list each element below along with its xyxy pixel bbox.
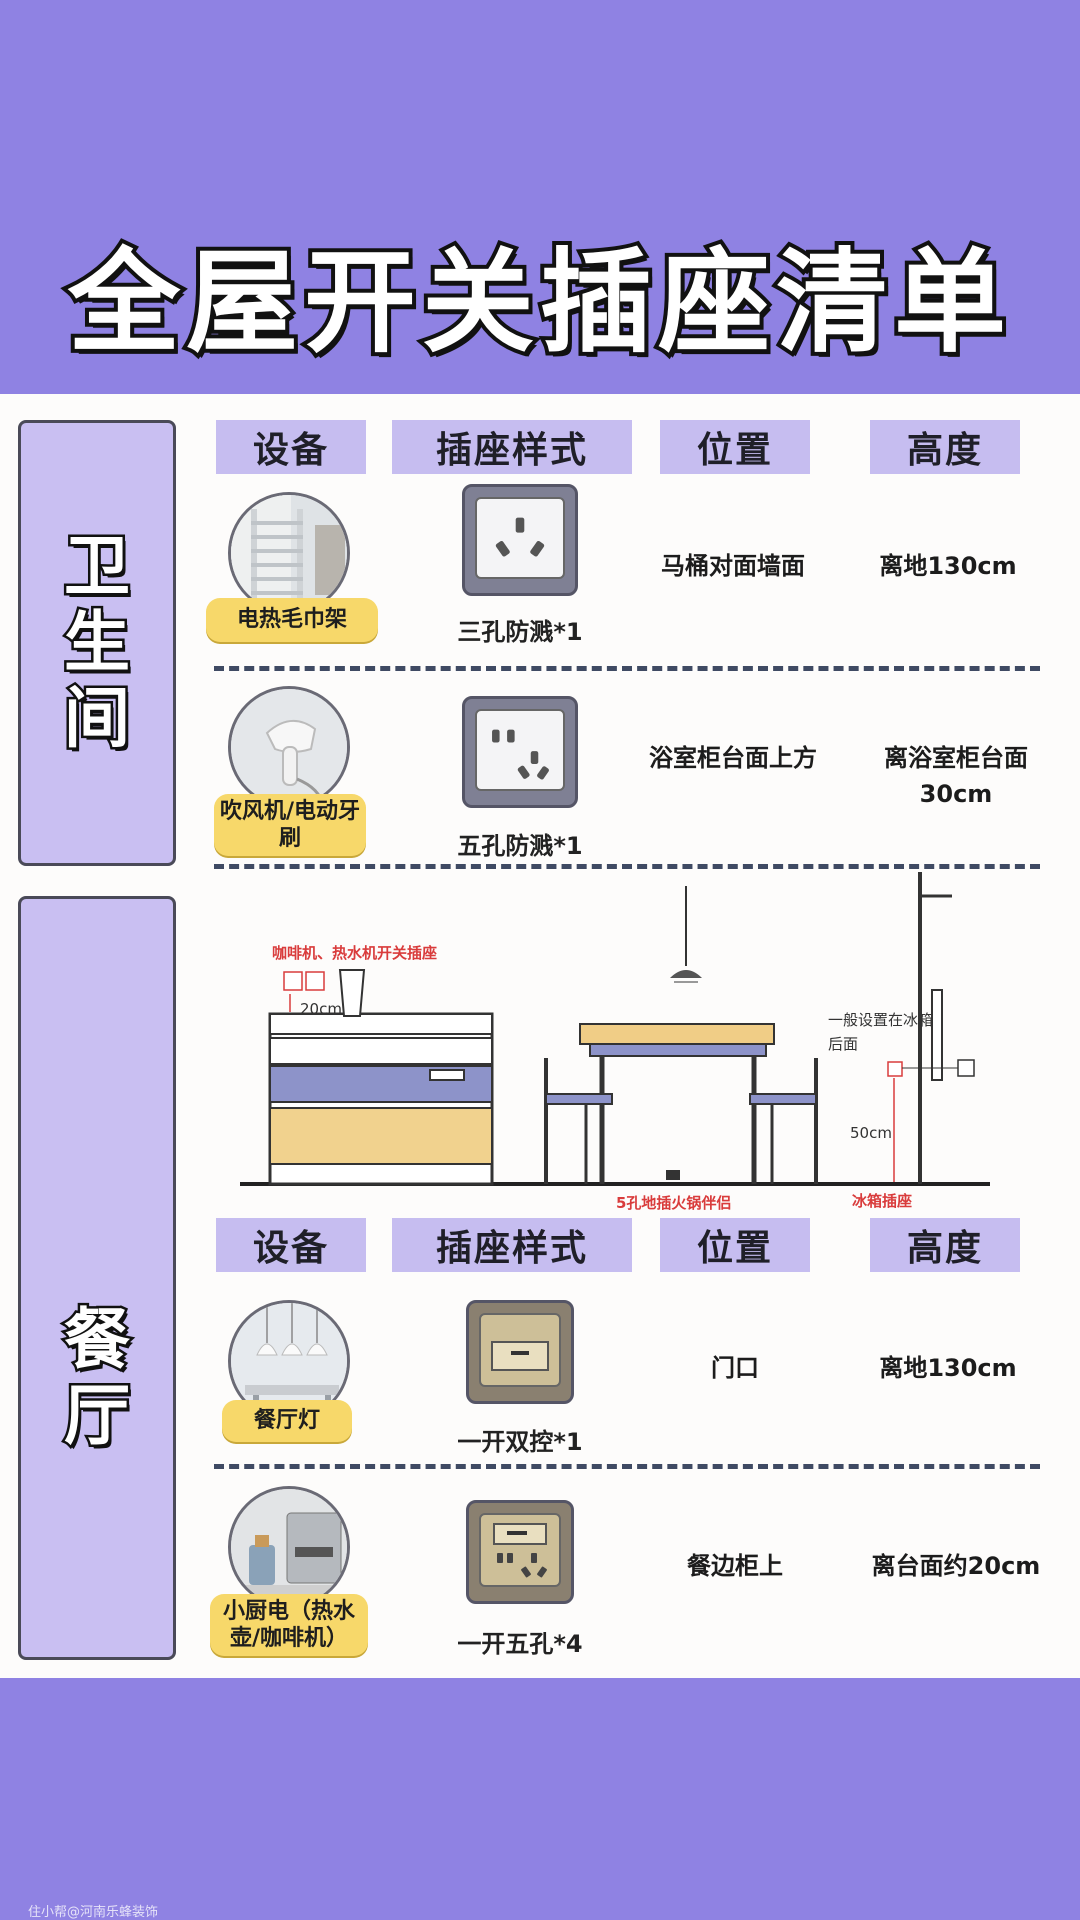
height-text: 离浴室柜台面30cm bbox=[884, 744, 1028, 808]
device-label: 吹风机/电动牙刷 bbox=[214, 794, 366, 856]
socket-style-label: 一开五孔*4 bbox=[457, 1630, 583, 1658]
coffee-socket-label: 咖啡机、热水机开关插座 bbox=[272, 944, 438, 962]
pendant-lamp-photo bbox=[228, 1300, 350, 1422]
header-height: 高度 bbox=[870, 420, 1020, 474]
coffee-machine-photo bbox=[228, 1486, 350, 1608]
single-switch-icon bbox=[466, 1300, 574, 1404]
room-char: 厅 bbox=[62, 1375, 133, 1456]
hair-dryer-photo bbox=[228, 686, 350, 808]
five-pin-socket-icon bbox=[462, 696, 578, 808]
watermark: 住小帮@河南乐蜂装饰 bbox=[28, 1905, 159, 1920]
fridge-socket-note: 一般设置在冰箱后面 bbox=[828, 1011, 934, 1053]
row-divider bbox=[214, 864, 1040, 869]
header-device: 设备 bbox=[216, 420, 366, 474]
device-label: 电热毛巾架 bbox=[206, 598, 378, 642]
header-height: 高度 bbox=[870, 1218, 1020, 1272]
page-title: 全屋开关插座清单 bbox=[64, 238, 1012, 368]
socket-style-label: 一开双控*1 bbox=[457, 1428, 583, 1456]
row-divider bbox=[214, 1464, 1040, 1469]
header-style: 插座样式 bbox=[392, 420, 632, 474]
device-label: 餐厅灯 bbox=[222, 1400, 352, 1442]
height-text: 离地130cm bbox=[879, 1354, 1017, 1382]
position-text: 马桶对面墙面 bbox=[661, 552, 805, 580]
room-tag-bathroom: 卫 生 间 bbox=[18, 420, 176, 866]
position-text: 门口 bbox=[711, 1354, 759, 1382]
fridge-socket-label: 冰箱插座 bbox=[852, 1192, 913, 1210]
socket-style-label: 五孔防溅*1 bbox=[457, 832, 583, 860]
room-char: 生 bbox=[62, 602, 133, 683]
room-char: 间 bbox=[62, 678, 133, 759]
height-text: 离地130cm bbox=[879, 552, 1017, 580]
position-text: 餐边柜上 bbox=[687, 1552, 783, 1580]
room-tag-dining: 餐 厅 bbox=[18, 896, 176, 1660]
fridge-socket-dimension: 50cm bbox=[850, 1124, 892, 1142]
header-device: 设备 bbox=[216, 1218, 366, 1272]
socket-style-label: 三孔防溅*1 bbox=[457, 618, 583, 646]
floor-socket-label: 5孔地插火锅伴侣 bbox=[616, 1194, 732, 1212]
header-position: 位置 bbox=[660, 420, 810, 474]
header-position: 位置 bbox=[660, 1218, 810, 1272]
towel-rack-photo bbox=[228, 492, 350, 614]
coffee-socket-dimension: 20cm bbox=[300, 1000, 342, 1018]
three-pin-socket-icon bbox=[462, 484, 578, 596]
row-divider bbox=[214, 666, 1040, 671]
position-text: 浴室柜台面上方 bbox=[649, 744, 817, 772]
room-char: 餐 bbox=[62, 1299, 133, 1380]
height-text: 离台面约20cm bbox=[871, 1552, 1041, 1580]
switch-five-pin-socket-icon bbox=[466, 1500, 574, 1604]
header-style: 插座样式 bbox=[392, 1218, 632, 1272]
device-label: 小厨电（热水壶/咖啡机） bbox=[210, 1594, 368, 1656]
room-char: 卫 bbox=[62, 526, 133, 607]
dining-scene-illustration bbox=[240, 872, 990, 1186]
title-banner: 全屋开关插座清单 bbox=[0, 228, 1080, 378]
